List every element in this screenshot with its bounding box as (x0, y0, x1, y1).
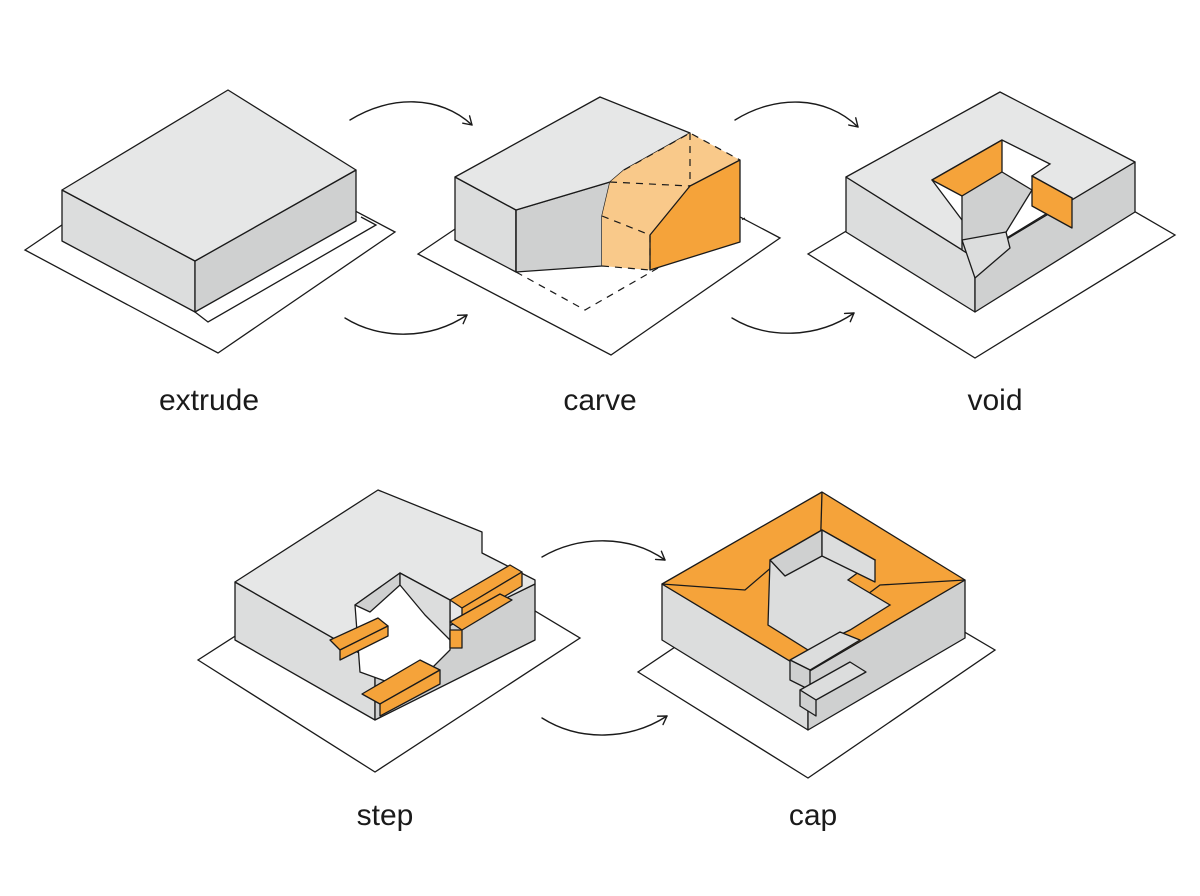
plate-inset-line (194, 216, 378, 323)
step-step: step (196, 489, 582, 832)
step-extrude: extrude (23, 89, 397, 417)
step-void: void (806, 91, 1177, 417)
arrow-carve-to-void-top (734, 101, 859, 128)
step-label-extrude: extrude (159, 384, 259, 417)
step-cap: cap (636, 491, 997, 832)
extrude-block (61, 89, 357, 313)
void-notch (961, 231, 1011, 279)
cap-block (661, 491, 966, 731)
flow-arrows (344, 101, 859, 736)
step-carve: carve (416, 96, 782, 417)
terrace-right-lower (449, 593, 513, 631)
step-label-void: void (967, 384, 1022, 417)
step-block (234, 489, 536, 721)
carve-block (454, 96, 741, 273)
arrow-extrude-to-carve-bottom (344, 314, 468, 335)
step-label-step: step (357, 799, 414, 832)
step-label-cap: cap (789, 799, 837, 832)
void-block (845, 91, 1136, 313)
arrow-carve-to-void-bottom (731, 312, 855, 334)
arrow-extrude-to-carve-top (349, 101, 473, 126)
step-label-carve: carve (563, 384, 636, 417)
void-wall-right (1031, 175, 1073, 229)
arrow-step-to-cap-top (541, 540, 666, 561)
arrow-step-to-cap-bottom (541, 715, 668, 736)
